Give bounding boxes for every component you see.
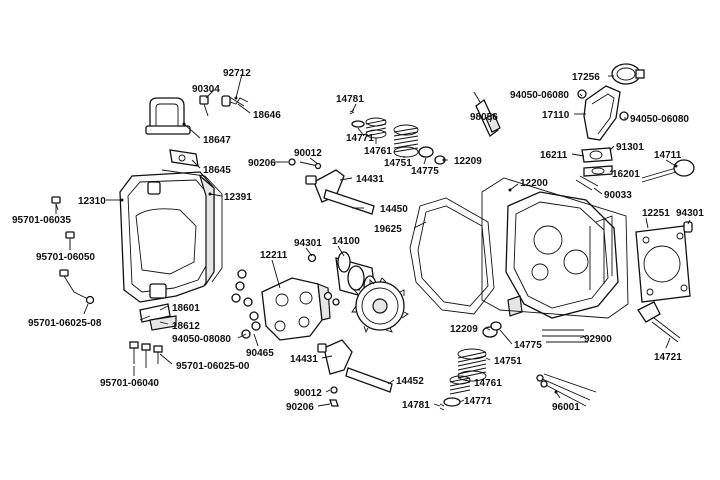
callout-c12: 18612 <box>172 321 200 332</box>
callout-c14: 95701-06025-00 <box>176 361 250 372</box>
callout-c10: 95701-06025-08 <box>28 318 102 329</box>
part-labels: 92712 90304 18646 18647 18645 12310 1239… <box>12 68 704 413</box>
dowel-pin <box>683 221 693 233</box>
breather-plate <box>169 149 199 167</box>
callout-c16: 14781 <box>336 94 364 105</box>
callout-c22: 90206 <box>248 158 276 169</box>
cam-sprocket <box>351 277 409 334</box>
callout-c13: 94050-08080 <box>172 334 231 345</box>
callout-c37: 16211 <box>540 150 568 161</box>
callout-c32: 12200 <box>520 178 548 189</box>
callout-c31: 19625 <box>374 224 402 235</box>
callout-c49: 14431 <box>290 354 318 365</box>
cylinder-head <box>505 191 619 319</box>
callout-c54: 14781 <box>402 400 430 411</box>
breather-bolt <box>199 95 209 117</box>
lower-valve <box>637 301 681 343</box>
head-studs <box>536 329 597 407</box>
callout-c42: 12251 <box>642 208 670 219</box>
cylinder-gasket <box>635 225 691 303</box>
anchor-dots <box>120 96 678 394</box>
callout-c04: 18647 <box>203 135 231 146</box>
callout-c33: 17256 <box>572 72 600 83</box>
callout-c11: 18601 <box>172 303 200 314</box>
callout-c48: 14721 <box>654 352 682 363</box>
callout-c52: 90012 <box>294 388 322 399</box>
callout-c05: 18645 <box>203 165 231 176</box>
chain-tensioner-parts <box>129 303 177 368</box>
callout-c45: 14775 <box>514 340 542 351</box>
callout-c18: 14761 <box>364 146 392 157</box>
callout-c43: 94301 <box>676 208 704 219</box>
cylinder-head-cover <box>119 171 215 303</box>
breather-pipe <box>145 97 191 135</box>
intake-manifold <box>577 85 629 141</box>
intake-hose-clamp <box>611 63 645 85</box>
cover-bolts <box>51 196 95 305</box>
callout-c55: 14771 <box>464 396 492 407</box>
intake-studs <box>575 175 599 191</box>
callout-c47: 14751 <box>494 356 522 367</box>
intake-insulator <box>581 147 613 177</box>
callout-c44: 12209 <box>450 324 478 335</box>
upper-rocker-shaft <box>323 189 375 215</box>
breather-clip <box>221 95 249 107</box>
callout-c23: 14431 <box>356 174 384 185</box>
callout-c27: 14100 <box>332 236 360 247</box>
callout-c25: 12211 <box>260 250 288 261</box>
callout-c03: 18646 <box>253 110 281 121</box>
callout-c26: 94301 <box>294 238 322 249</box>
callout-c02: 90304 <box>192 84 220 95</box>
callout-c07: 12391 <box>224 192 252 203</box>
callout-c17: 14771 <box>346 133 374 144</box>
upper-valve-spring-stack <box>349 109 446 165</box>
callout-c46: 92900 <box>584 334 612 345</box>
spark-plug <box>473 91 501 138</box>
callout-c39: 16201 <box>612 169 640 180</box>
cover-gasket <box>161 169 223 283</box>
callout-c41: 14711 <box>654 150 682 161</box>
callout-c19: 14751 <box>384 158 412 169</box>
callout-c20: 14775 <box>411 166 439 177</box>
callout-c56: 96001 <box>552 402 580 413</box>
head-gasket-frame <box>409 197 495 315</box>
callout-c29: 98056 <box>470 112 498 123</box>
holder-nuts-and-washers <box>231 253 340 339</box>
lower-valve-spring-stack <box>439 321 502 411</box>
upper-valve <box>641 159 695 183</box>
callout-c40: 90033 <box>604 190 632 201</box>
callout-c34: 94050-06080 <box>510 90 569 101</box>
callout-c01: 92712 <box>223 68 251 79</box>
callout-c15: 95701-06040 <box>100 378 159 389</box>
rocker-holder <box>261 277 331 341</box>
callout-c38: 91301 <box>616 142 644 153</box>
lower-rocker-shaft <box>345 367 393 393</box>
callout-c36: 94050-06080 <box>630 114 689 125</box>
callout-c06: 12310 <box>78 196 106 207</box>
head-bracket-outline <box>481 177 629 319</box>
upper-pin-and-clip <box>288 158 322 170</box>
callout-c08: 95701-06035 <box>12 215 71 226</box>
lower-pin-and-clip <box>329 386 339 407</box>
callout-c21: 90012 <box>294 148 322 159</box>
callout-c51: 14761 <box>474 378 502 389</box>
callout-c35: 17110 <box>542 110 570 121</box>
lower-rocker-arm <box>317 339 353 375</box>
callout-c50: 14452 <box>396 376 424 387</box>
callout-c24: 14450 <box>380 204 408 215</box>
callout-c28: 90465 <box>246 348 274 359</box>
callout-c53: 90206 <box>286 402 314 413</box>
callout-c09: 95701-06050 <box>36 252 95 263</box>
callout-c30: 12209 <box>454 156 482 167</box>
